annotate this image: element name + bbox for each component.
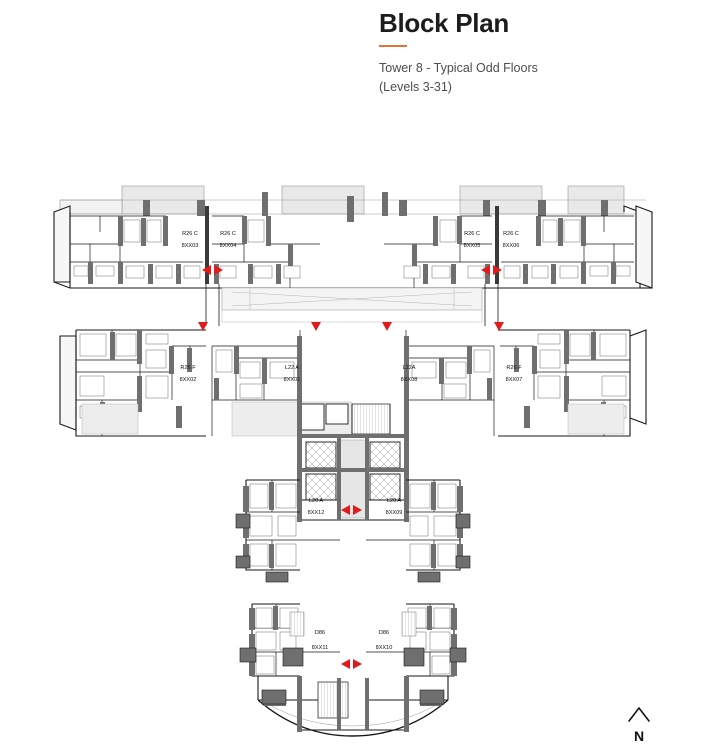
upper-wing-party-wall — [205, 206, 499, 284]
bottom-tip — [257, 676, 449, 737]
plan-subtitle: Tower 8 - Typical Odd Floors (Levels 3-3… — [379, 59, 679, 97]
unit-type: R26 F — [506, 365, 522, 371]
bottom-tip-fill — [264, 676, 442, 732]
unit-label: R26 C 8XX03 — [182, 231, 199, 249]
middle-core-flank-left-fixtures — [215, 349, 295, 399]
north-band-piers — [143, 192, 608, 222]
middle-wing-right-terrace — [567, 403, 625, 435]
middle-core-flank-right — [405, 330, 495, 436]
unit-number: 8XX04 — [220, 243, 237, 249]
page-title: Block Plan — [379, 8, 509, 38]
unit-type: L20 A — [309, 498, 324, 504]
arrow-down-icon — [494, 322, 504, 331]
floorplan-drawing: R26 C 8XX03 R26 C 8XX04 R26 C 8XX05 R26 … — [0, 150, 705, 747]
arrow-left-icon — [481, 265, 490, 275]
arrow-right-icon — [214, 265, 223, 275]
unit-type: R26 C — [182, 231, 198, 237]
unit-type: R26 C — [220, 231, 236, 237]
unit-number: 8XX11 — [312, 645, 328, 651]
unit-number: 8XX02 — [180, 377, 197, 383]
unit-label: R26 C 8XX06 — [503, 231, 520, 249]
floorplan-svg: R26 C 8XX03 R26 C 8XX04 R26 C 8XX05 R26 … — [53, 185, 653, 737]
unit-labels: R26 C 8XX03 R26 C 8XX04 R26 C 8XX05 R26 … — [180, 231, 523, 651]
bottom-wing-fill — [249, 606, 457, 676]
arrow-left-icon — [341, 659, 350, 669]
unit-label: L20 A 8XX12 — [308, 498, 325, 516]
entry-direction-markers — [198, 265, 504, 669]
lower-mid-balconies — [235, 513, 471, 583]
unit-number: 8XX12 — [308, 510, 325, 516]
unit-number: 8XX08 — [401, 377, 418, 383]
unit-label: L22A 8XX08 — [401, 365, 418, 383]
unit-number: 8XX01 — [284, 377, 301, 383]
unit-type: R26 C — [464, 231, 480, 237]
unit-number: 8XX06 — [503, 243, 520, 249]
unit-label: L20 A 8XX09 — [386, 498, 403, 516]
unit-label: D86 8XX11 — [312, 630, 328, 651]
bottom-wing-stair-hatch — [289, 611, 417, 637]
unit-type: R26 F — [180, 365, 196, 371]
unit-number: 8XX03 — [182, 243, 199, 249]
middle-core-flank-right-fixtures — [411, 349, 491, 399]
upper-wing-left-walls-fill — [88, 216, 181, 284]
unit-label: L22 A 8XX01 — [284, 365, 301, 383]
arrow-down-icon — [198, 322, 208, 331]
upper-wing-outline — [53, 205, 653, 289]
plan-linework — [53, 185, 653, 737]
plan-subtitle-line2: (Levels 3-31) — [379, 79, 452, 94]
lower-mid-wing-fixtures — [249, 483, 457, 567]
central-core — [299, 400, 407, 521]
upper-wing-midright-fixtures — [403, 219, 485, 279]
central-core-walls-fill — [297, 400, 409, 522]
plan-header: Block Plan Tower 8 - Typical Odd Floors … — [379, 8, 679, 97]
arrow-right-icon — [353, 505, 362, 515]
bottom-tip-outer-balconies — [261, 689, 445, 705]
unit-type: L22 A — [285, 365, 300, 371]
bottom-wing-balconies — [239, 647, 467, 667]
unit-type: R26 C — [503, 231, 519, 237]
arrow-down-icon — [382, 322, 392, 331]
unit-number: 8XX05 — [464, 243, 481, 249]
middle-wing-left-terrace — [81, 401, 353, 437]
unit-label: R26 F 8XX02 — [180, 365, 197, 383]
plan-subtitle-line1: Tower 8 - Typical Odd Floors — [379, 61, 538, 76]
upper-wing-midleft-fixtures — [219, 219, 301, 279]
unit-type: L20 A — [387, 498, 402, 504]
upper-wing-midright-fill — [412, 216, 490, 284]
arrow-down-icon — [311, 322, 321, 331]
unit-number: 8XX07 — [506, 377, 523, 383]
upper-wing-midleft-fill — [214, 216, 293, 284]
middle-core-flank-left-fill — [214, 336, 302, 400]
title-accent-rule — [379, 45, 407, 48]
unit-number: 8XX09 — [386, 510, 403, 516]
north-arrow: N — [619, 705, 659, 743]
arrow-right-icon — [353, 659, 362, 669]
middle-core-flank-right-fill — [404, 336, 492, 400]
north-arrow-icon — [628, 706, 650, 722]
link-zone-vertical-ties — [205, 284, 499, 326]
unit-label: D86 8XX10 — [376, 630, 393, 651]
unit-type: L22A — [402, 365, 415, 371]
upper-wing-right-fill — [523, 216, 616, 284]
arrow-right-icon — [493, 265, 502, 275]
unit-label: R26 F 8XX07 — [506, 365, 523, 383]
upper-wing-left-fixtures — [73, 219, 201, 279]
north-balcony-band — [59, 185, 646, 215]
unit-label: R26 C 8XX05 — [464, 231, 481, 249]
arrow-left-icon — [341, 505, 350, 515]
link-zone — [221, 287, 483, 323]
north-label: N — [633, 728, 645, 744]
unit-type: D86 — [315, 630, 325, 636]
upper-wing-right-fixtures — [503, 219, 631, 279]
arrow-left-icon — [202, 265, 211, 275]
unit-type: D86 — [379, 630, 389, 636]
unit-label: R26 C 8XX04 — [220, 231, 237, 249]
unit-number: 8XX10 — [376, 645, 393, 651]
